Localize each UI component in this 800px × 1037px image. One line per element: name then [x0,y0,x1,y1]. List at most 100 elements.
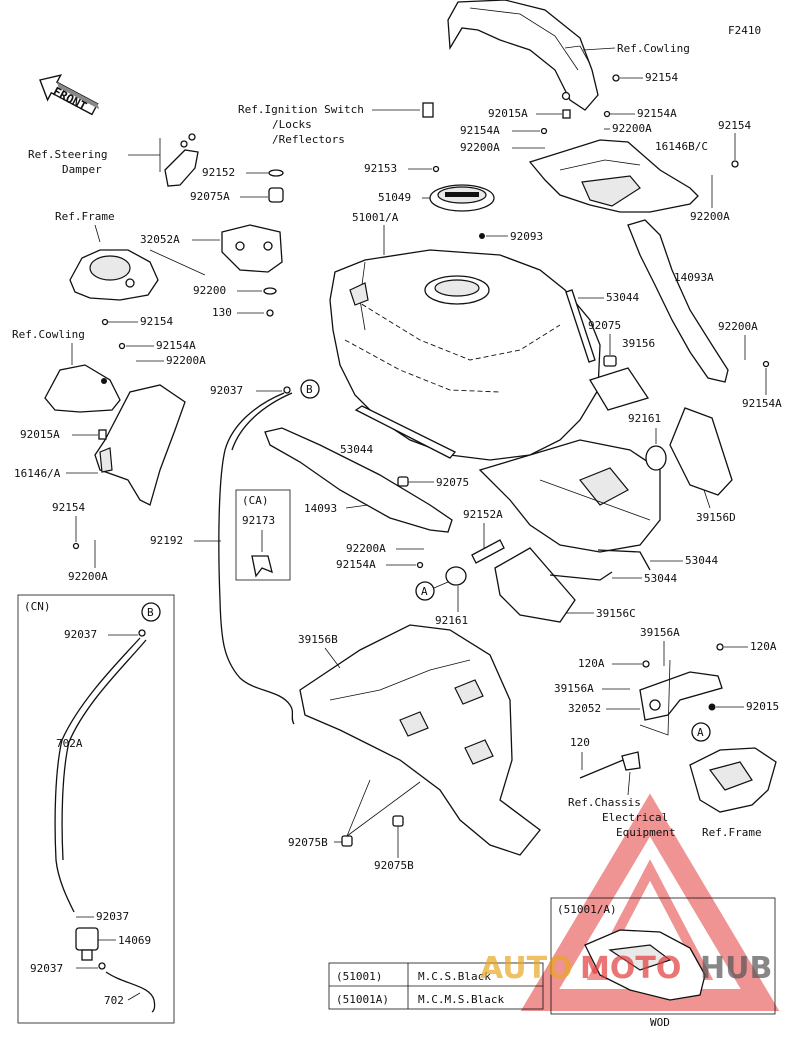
part-51049: 51049 [378,191,411,204]
tank-base-shape [478,439,661,553]
part-92173: 92173 [242,514,275,527]
ca-variant-box [235,489,291,581]
lock-cylinder-icon [422,102,434,118]
ref-frame-right: Ref.Frame [702,826,762,839]
part-16146BC: 16146B/C [655,140,708,153]
bolt-icon [266,309,274,317]
part-16146A: 16146/A [14,467,61,480]
callout-b2-label: B [147,606,154,619]
cn-variant-box [17,594,175,1024]
gasket-icon [479,233,485,239]
bracket-clip-icon [621,751,641,771]
part-92037-b: 92037 [64,628,97,641]
color-table: (51001) M.C.S.Black (51001A) M.C.M.S.Bla… [328,962,544,1010]
ref-ignition-line1: Ref.Ignition Switch [238,103,364,116]
part-39156: 39156 [622,337,655,350]
bolt-icon [612,74,620,82]
color-code-row2: (51001A) [336,993,389,1006]
screw-icon [540,127,548,135]
watermark-text: AUTO MOTO HUB [480,951,772,986]
part-92075-b: 92075 [436,476,469,489]
screw-icon [416,561,424,569]
part-92075-a: 92075 [588,319,621,332]
part-92152A: 92152A [463,508,503,521]
part-39156B: 39156B [298,633,338,646]
part-92152: 92152 [202,166,235,179]
front-arrow-icon [39,74,100,116]
callout-b-label: B [306,383,313,396]
side-cover-14093-shape [264,427,453,533]
ref-chassis-line3: Equipment [616,826,676,839]
part-92154-r: 92154 [718,119,751,132]
heat-shield-39156B-shape [299,624,541,856]
svg-text:AUTO: AUTO [480,951,573,986]
svg-text:HUB: HUB [700,951,772,986]
part-92015A-l: 92015A [20,428,60,441]
inset-caption: WOD [650,1016,670,1029]
part-51001A: 51001/A [352,211,399,224]
part-92154A-r2: 92154A [742,397,782,410]
part-120A-a: 120A [750,640,777,653]
part-53044-b: 53044 [340,443,373,456]
ref-ignition-line2: /Locks [272,118,312,131]
grommet-icon [603,355,617,367]
callout-a2-icon [691,722,711,742]
pad-39156D-shape [669,407,733,496]
fairing-16146BC-shape [528,139,699,213]
part-92200A-t2: 92200A [460,141,500,154]
color-code-row1: (51001) [336,970,382,983]
part-14069: 14069 [118,934,151,947]
screw-icon [101,318,109,326]
part-92037-c: 92037 [96,910,129,923]
part-120: 120 [570,736,590,749]
damper-92161-icon [445,566,467,586]
part-92015: 92015 [746,700,779,713]
part-53044-d: 53044 [644,572,677,585]
top-cowling-shape [447,0,599,111]
part-14093A: 14093A [674,271,714,284]
ref-steering-line1: Ref.Steering [28,148,107,161]
part-92200: 92200 [193,284,226,297]
ref-chassis-line2: Electrical [602,811,668,824]
part-53044-c: 53044 [685,554,718,567]
ref-cowling-top: Ref.Cowling [617,42,690,55]
grommet-icon [397,476,409,487]
ref-ignition-line3: /Reflectors [272,133,345,146]
cn-label: (CN) [24,600,51,613]
bracket-32052-shape [639,671,723,721]
screw-icon [118,342,126,350]
frame-rear-shape [689,747,777,813]
part-32052A: 32052A [140,233,180,246]
part-92015A-top: 92015A [488,107,528,120]
ref-steering-line2: Damper [62,163,102,176]
part-130: 130 [212,306,232,319]
grommet-icon [98,429,107,440]
part-92154-l2: 92154 [52,501,85,514]
screw-icon [72,542,80,550]
part-92154A-t1: 92154A [637,107,677,120]
fuel-cap-icon [429,184,495,212]
shroud-16146A-shape [94,384,186,506]
callout-b-icon [300,379,320,399]
bolt-icon [642,660,650,668]
part-92200A-l2: 92200A [68,570,108,583]
part-92154A-m: 92154A [336,558,376,571]
part-92200A-t1: 92200A [612,122,652,135]
part-92161-b: 92161 [435,614,468,627]
bracket-32052A-shape [221,224,283,273]
hose-clamp-icon [138,629,146,637]
hose-clamp-icon [283,386,291,394]
screw-icon [762,360,770,368]
hose-clamp-icon [98,962,106,970]
callout-a2-label: A [697,726,704,739]
grommet-icon [708,703,716,711]
grommet-icon [268,187,284,203]
screw-icon [731,160,739,168]
part-92154-l: 92154 [140,315,173,328]
part-39156D: 39156D [696,511,736,524]
washer-icon [263,287,277,295]
side-cover-14093A-shape [627,219,729,383]
part-92161-a: 92161 [628,412,661,425]
trim-strip-shape [354,405,457,459]
screw-icon [432,165,440,173]
